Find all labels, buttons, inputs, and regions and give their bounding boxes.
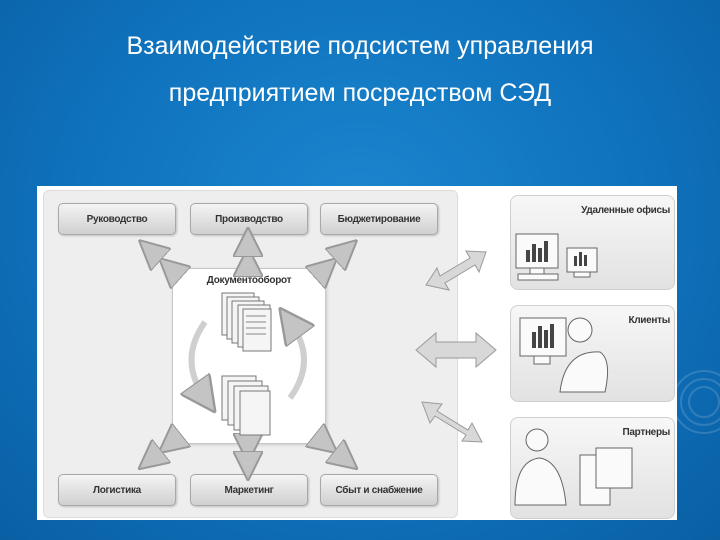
slide-title-line2: предприятием посредством СЭД — [168, 79, 552, 107]
arrow-to-clients — [415, 331, 497, 369]
arrow-to-remote-offices — [425, 250, 487, 291]
partner-person-icon — [514, 428, 633, 506]
remote-offices-label: Удаленные офисы — [581, 205, 670, 216]
module-budgeting: Бюджетирование — [320, 203, 438, 235]
arrow-to-partners — [421, 401, 483, 443]
arrow-to-sales — [326, 444, 346, 460]
clients-label: Клиенты — [628, 315, 670, 326]
slide-title-line1: Взаимодействие подсистем управления — [126, 32, 594, 60]
blank-documents-icon — [221, 375, 271, 436]
document-flow-title: Документооборот — [206, 275, 292, 286]
decor-swirl — [680, 378, 720, 426]
arrow-to-budgeting — [326, 250, 346, 268]
module-logistics: Логистика — [58, 474, 176, 506]
decor-swirl — [688, 386, 720, 418]
module-sales-supply: Сбыт и снабжение — [320, 474, 438, 506]
cycle-arrow-left — [192, 320, 206, 398]
arrow-to-logistics — [150, 444, 170, 460]
arrow-to-management — [150, 250, 170, 268]
cycle-arrow-right — [290, 322, 304, 400]
module-management: Руководство — [58, 203, 176, 235]
partners-label: Партнеры — [622, 427, 671, 438]
client-person-icon — [519, 317, 609, 393]
